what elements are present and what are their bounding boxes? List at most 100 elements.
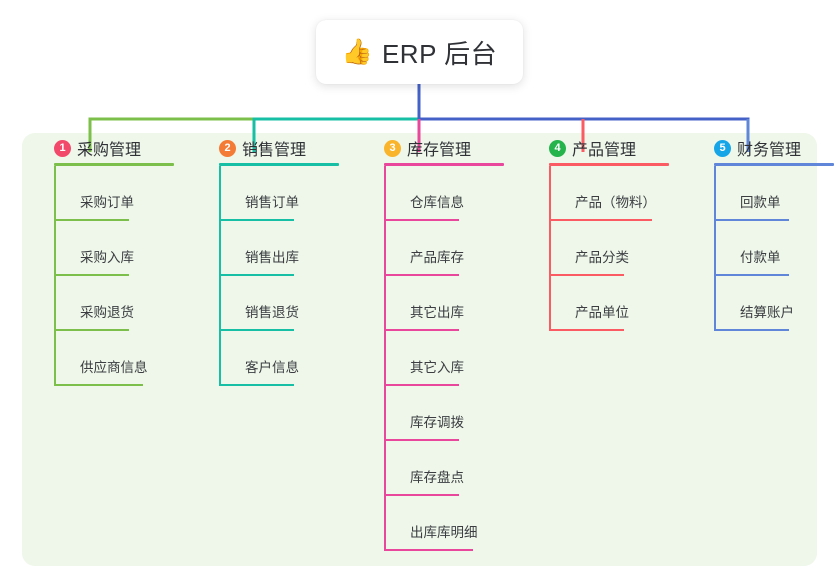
list-item[interactable]: 销售出库 (219, 221, 368, 276)
branch-column-5: 5 财务管理回款单付款单结算账户 (698, 133, 839, 331)
list-item-label: 采购订单 (80, 195, 134, 210)
list-item-underline (384, 384, 459, 386)
column-number-badge: 2 (219, 139, 236, 157)
column-spine (384, 166, 386, 551)
list-item-label: 产品分类 (575, 250, 629, 265)
list-item-label: 销售退货 (245, 305, 299, 320)
list-item-underline (549, 329, 624, 331)
list-item-underline (549, 219, 653, 221)
list-item-label: 仓库信息 (410, 195, 464, 210)
list-item-label: 其它入库 (410, 360, 464, 375)
list-item-label: 出库库明细 (410, 525, 478, 540)
list-item-underline (384, 219, 459, 221)
list-item[interactable]: 产品（物料） (549, 166, 698, 221)
list-item[interactable]: 采购订单 (54, 166, 203, 221)
column-header-1[interactable]: 1 采购管理 (38, 133, 203, 163)
branch-columns: 1 采购管理采购订单采购入库采购退货供应商信息 2 销售管理销售订单销售出库销售退货客… (0, 133, 839, 573)
branch-column-2: 2 销售管理销售订单销售出库销售退货客户信息 (203, 133, 368, 386)
list-item-label: 库存调拨 (410, 415, 464, 430)
list-item-underline (549, 274, 624, 276)
page-title: ERP 后台 (381, 38, 498, 69)
list-item[interactable]: 产品库存 (384, 221, 533, 276)
column-header-rule (714, 163, 834, 166)
diagram-background-panel (22, 133, 817, 566)
list-item-label: 销售订单 (245, 195, 299, 210)
list-item-label: 采购入库 (80, 250, 134, 265)
list-item-underline (714, 274, 789, 276)
column-item-list: 销售订单销售出库销售退货客户信息 (219, 166, 368, 386)
list-item[interactable]: 付款单 (714, 221, 839, 276)
list-item-underline (384, 329, 459, 331)
list-item[interactable]: 结算账户 (714, 276, 839, 331)
list-item-underline (219, 274, 294, 276)
list-item[interactable]: 销售订单 (219, 166, 368, 221)
list-item[interactable]: 产品单位 (549, 276, 698, 331)
list-item[interactable]: 采购退货 (54, 276, 203, 331)
list-item-label: 结算账户 (740, 305, 794, 320)
column-header-rule (54, 163, 174, 166)
list-item[interactable]: 其它入库 (384, 331, 533, 386)
list-item-label: 产品（物料） (575, 195, 656, 210)
list-item-underline (54, 384, 143, 386)
column-spine (54, 166, 56, 386)
list-item-label: 采购退货 (80, 305, 134, 320)
branch-column-4: 4 产品管理产品（物料） 产品分类产品单位 (533, 133, 698, 331)
column-header-2[interactable]: 2 销售管理 (203, 133, 368, 163)
column-item-list: 产品（物料） 产品分类产品单位 (549, 166, 698, 331)
column-title: 销售管理 (242, 142, 307, 159)
list-item-label: 回款单 (740, 195, 781, 210)
thumbs-up-icon: 👍 (341, 37, 373, 66)
column-title: 库存管理 (407, 142, 472, 159)
list-item-underline (219, 219, 294, 221)
list-item[interactable]: 供应商信息 (54, 331, 203, 386)
list-item-underline (54, 219, 129, 221)
column-header-5[interactable]: 5 财务管理 (698, 133, 839, 163)
list-item-label: 销售出库 (245, 250, 299, 265)
column-spine (219, 166, 221, 386)
list-item-label: 其它出库 (410, 305, 464, 320)
column-title: 财务管理 (737, 142, 802, 159)
list-item-underline (384, 494, 459, 496)
list-item[interactable]: 库存调拨 (384, 386, 533, 441)
list-item-label: 产品库存 (410, 250, 464, 265)
column-item-list: 回款单付款单结算账户 (714, 166, 839, 331)
list-item[interactable]: 回款单 (714, 166, 839, 221)
list-item[interactable]: 采购入库 (54, 221, 203, 276)
column-number-badge: 5 (714, 139, 731, 157)
list-item[interactable]: 出库库明细 (384, 496, 533, 551)
root-node-erp-backend[interactable]: 👍 ERP 后台 (316, 20, 523, 84)
list-item[interactable]: 其它出库 (384, 276, 533, 331)
list-item[interactable]: 库存盘点 (384, 441, 533, 496)
column-spine (714, 166, 716, 331)
column-item-list: 仓库信息产品库存其它出库其它入库库存调拨库存盘点出库库明细 (384, 166, 533, 551)
list-item[interactable]: 产品分类 (549, 221, 698, 276)
list-item-underline (384, 549, 473, 551)
column-title: 采购管理 (77, 142, 142, 159)
branch-column-1: 1 采购管理采购订单采购入库采购退货供应商信息 (38, 133, 203, 386)
column-title: 产品管理 (572, 142, 637, 159)
list-item-underline (54, 274, 129, 276)
list-item-label: 供应商信息 (80, 360, 148, 375)
column-header-4[interactable]: 4 产品管理 (533, 133, 698, 163)
list-item-label: 客户信息 (245, 360, 299, 375)
list-item[interactable]: 仓库信息 (384, 166, 533, 221)
list-item-underline (219, 329, 294, 331)
list-item-label: 库存盘点 (410, 470, 464, 485)
column-number-badge: 1 (54, 139, 71, 157)
list-item-underline (54, 329, 129, 331)
list-item-label: 付款单 (740, 250, 781, 265)
column-spine (549, 166, 551, 331)
column-number-badge: 4 (549, 139, 566, 157)
list-item[interactable]: 销售退货 (219, 276, 368, 331)
column-header-rule (549, 163, 669, 166)
list-item[interactable]: 客户信息 (219, 331, 368, 386)
list-item-underline (219, 384, 294, 386)
column-header-rule (219, 163, 339, 166)
column-header-rule (384, 163, 504, 166)
list-item-underline (714, 219, 789, 221)
list-item-label: 产品单位 (575, 305, 629, 320)
list-item-underline (384, 274, 459, 276)
